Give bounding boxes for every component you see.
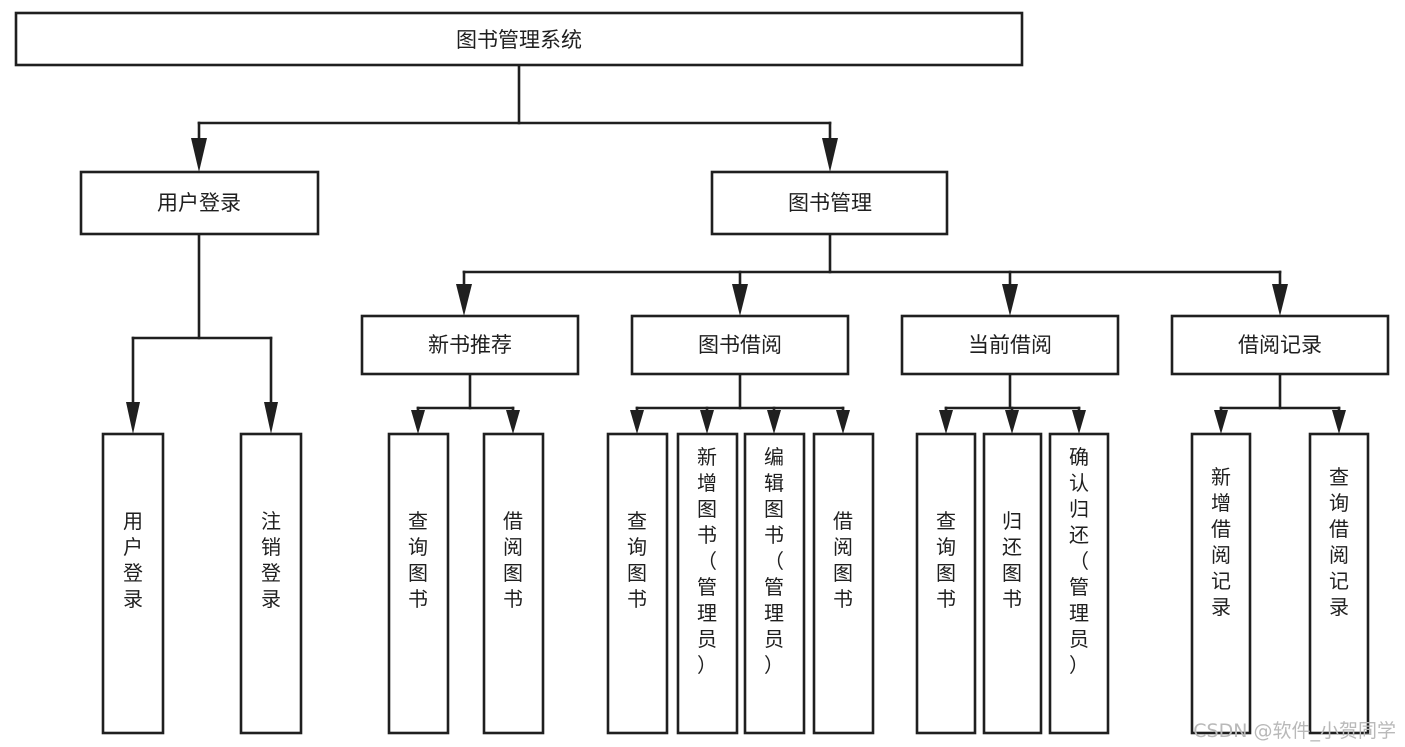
connector-group-user-login <box>126 232 278 434</box>
arrow-head-leaf-add-borrow-record <box>1214 410 1228 434</box>
node-label-leaf-query-borrow-record: 查询借阅记录 <box>1329 465 1349 619</box>
node-box-leaf-query-book-1 <box>387 432 450 735</box>
node-book-borrow[interactable]: 图书借阅 <box>630 314 850 376</box>
node-label-borrow-record: 借阅记录 <box>1238 333 1322 357</box>
node-box-borrow-record <box>1170 314 1390 376</box>
node-label-new-book-recommend: 新书推荐 <box>428 333 512 357</box>
arrow-head-new-book-recommend <box>456 284 472 316</box>
node-leaf-borrow-book-2[interactable]: 借阅图书 <box>812 432 875 735</box>
node-leaf-query-borrow-record[interactable]: 查询借阅记录 <box>1308 432 1370 735</box>
arrow-head-leaf-add-book-admin <box>700 410 714 434</box>
node-leaf-edit-book-admin[interactable]: 编辑图书（管理员） <box>743 432 806 735</box>
connector-group-root <box>191 63 838 172</box>
arrow-head-leaf-borrow-book-2 <box>836 410 850 434</box>
arrow-head-leaf-user-login <box>126 402 140 434</box>
arrow-head-current-borrow <box>1002 284 1018 316</box>
arrow-head-book-manage <box>822 138 838 172</box>
node-box-book-borrow <box>630 314 850 376</box>
node-box-leaf-add-borrow-record <box>1190 432 1252 735</box>
connector-group-current-borrow <box>939 372 1086 434</box>
node-label-leaf-edit-book-admin: 编辑图书（管理员） <box>764 445 784 677</box>
node-label-leaf-query-book-2: 查询图书 <box>627 509 647 611</box>
node-label-book-borrow: 图书借阅 <box>698 333 782 357</box>
arrow-head-leaf-query-book-2 <box>630 410 644 434</box>
node-box-new-book-recommend <box>360 314 580 376</box>
node-leaf-add-borrow-record[interactable]: 新增借阅记录 <box>1190 432 1252 735</box>
node-box-leaf-add-book-admin <box>676 432 739 735</box>
node-box-root-system <box>14 11 1024 67</box>
node-leaf-query-book-1[interactable]: 查询图书 <box>387 432 450 735</box>
node-leaf-logout-login[interactable]: 注销登录 <box>239 432 303 735</box>
node-box-book-manage <box>710 170 949 236</box>
node-label-book-manage: 图书管理 <box>788 191 872 215</box>
node-leaf-confirm-return-admin[interactable]: 确认归还（管理员） <box>1048 432 1110 735</box>
node-box-leaf-borrow-book-2 <box>812 432 875 735</box>
node-leaf-return-book[interactable]: 归还图书 <box>982 432 1043 735</box>
node-leaf-add-book-admin[interactable]: 新增图书（管理员） <box>676 432 739 735</box>
node-current-borrow[interactable]: 当前借阅 <box>900 314 1120 376</box>
arrow-head-user-login <box>191 138 207 172</box>
node-box-leaf-confirm-return-admin <box>1048 432 1110 735</box>
node-label-leaf-add-borrow-record: 新增借阅记录 <box>1211 465 1231 619</box>
connector-group-book-borrow <box>630 372 850 434</box>
node-leaf-query-book-3[interactable]: 查询图书 <box>915 432 977 735</box>
node-label-current-borrow: 当前借阅 <box>968 333 1052 357</box>
node-label-leaf-logout-login: 注销登录 <box>261 509 281 611</box>
node-leaf-query-book-2[interactable]: 查询图书 <box>606 432 669 735</box>
connector-group-borrow-record <box>1214 372 1346 434</box>
node-book-manage[interactable]: 图书管理 <box>710 170 949 236</box>
arrow-head-leaf-logout-login <box>264 402 278 434</box>
arrow-head-leaf-borrow-book-1 <box>506 410 520 434</box>
node-label-leaf-query-book-3: 查询图书 <box>936 509 956 611</box>
node-label-leaf-query-book-1: 查询图书 <box>408 509 428 611</box>
arrow-head-borrow-record <box>1272 284 1288 316</box>
node-box-leaf-query-book-3 <box>915 432 977 735</box>
arrow-head-leaf-query-borrow-record <box>1332 410 1346 434</box>
node-label-leaf-return-book: 归还图书 <box>1002 509 1022 611</box>
node-label-leaf-borrow-book-2: 借阅图书 <box>833 509 853 611</box>
node-box-leaf-logout-login <box>239 432 303 735</box>
node-label-leaf-borrow-book-1: 借阅图书 <box>503 509 523 611</box>
node-box-leaf-user-login <box>101 432 165 735</box>
arrow-head-book-borrow <box>732 284 748 316</box>
node-box-leaf-return-book <box>982 432 1043 735</box>
arrow-head-leaf-return-book <box>1005 410 1019 434</box>
node-label-leaf-user-login: 用户登录 <box>123 509 143 611</box>
node-leaf-user-login[interactable]: 用户登录 <box>101 432 165 735</box>
node-label-leaf-add-book-admin: 新增图书（管理员） <box>697 445 717 677</box>
node-box-current-borrow <box>900 314 1120 376</box>
node-new-book-recommend[interactable]: 新书推荐 <box>360 314 580 376</box>
arrow-head-leaf-edit-book-admin <box>767 410 781 434</box>
node-box-leaf-borrow-book-1 <box>482 432 545 735</box>
arrow-head-leaf-query-book-1 <box>411 410 425 434</box>
node-box-leaf-edit-book-admin <box>743 432 806 735</box>
connector-group-book-manage <box>456 232 1288 316</box>
node-label-user-login: 用户登录 <box>157 191 241 215</box>
node-borrow-record[interactable]: 借阅记录 <box>1170 314 1390 376</box>
watermark-label: CSDN @软件_小贺同学 <box>1193 720 1396 742</box>
connector-group-new-book-recommend <box>411 372 520 434</box>
arrow-head-leaf-confirm-return-admin <box>1072 410 1086 434</box>
node-box-leaf-query-book-2 <box>606 432 669 735</box>
node-root-system[interactable]: 图书管理系统 <box>14 11 1024 67</box>
arrow-head-leaf-query-book-3 <box>939 410 953 434</box>
node-box-leaf-query-borrow-record <box>1308 432 1370 735</box>
node-box-user-login <box>79 170 320 236</box>
node-label-leaf-confirm-return-admin: 确认归还（管理员） <box>1069 445 1089 677</box>
node-leaf-borrow-book-1[interactable]: 借阅图书 <box>482 432 545 735</box>
node-user-login[interactable]: 用户登录 <box>79 170 320 236</box>
node-label-root-system: 图书管理系统 <box>456 28 582 52</box>
